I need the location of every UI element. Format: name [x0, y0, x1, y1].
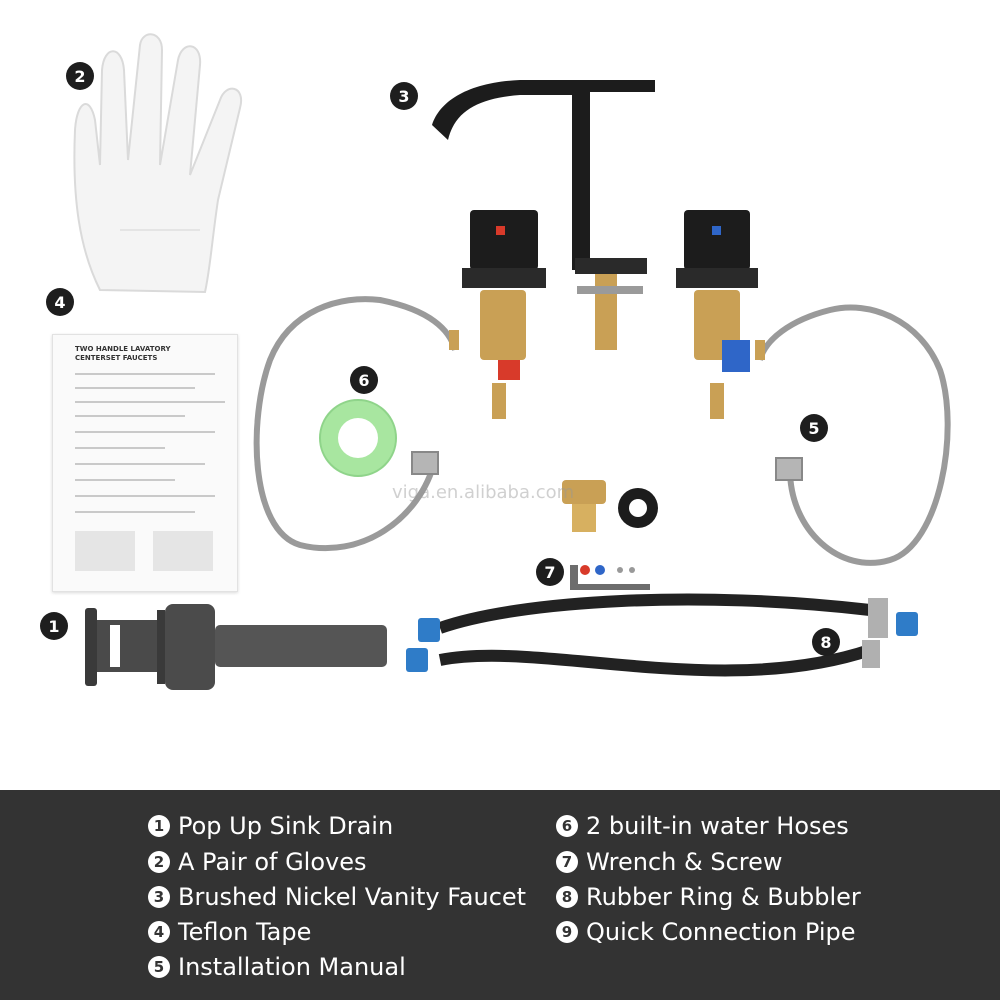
callout-badge-8: 8	[812, 628, 840, 656]
legend-item-7: 7 Wrench & Screw	[556, 848, 783, 876]
right-hose-image	[755, 304, 951, 566]
legend-item-8: 8 Rubber Ring & Bubbler	[556, 883, 861, 911]
legend-item-3: 3 Brushed Nickel Vanity Faucet	[148, 883, 526, 911]
legend-label-3: Brushed Nickel Vanity Faucet	[178, 883, 527, 911]
manual-title-line2: CENTERSET FAUCETS	[75, 354, 158, 362]
teflon-tape-image	[319, 399, 397, 477]
faucet-spout-image	[432, 80, 655, 350]
installation-manual-image: TWO HANDLE LAVATORY CENTERSET FAUCETS	[52, 334, 238, 592]
legend-label-1: Pop Up Sink Drain	[178, 812, 394, 840]
legend-number-3: 3	[148, 886, 170, 908]
callout-badge-4: 4	[46, 288, 74, 316]
manual-title: TWO HANDLE LAVATORY CENTERSET FAUCETS	[75, 345, 205, 363]
callout-badge-5: 5	[800, 414, 828, 442]
legend-label-8: Rubber Ring & Bubbler	[586, 883, 861, 911]
legend-number-6: 6	[556, 815, 578, 837]
product-photo	[73, 33, 951, 690]
callout-badge-3: 3	[390, 82, 418, 110]
legend-label-6: 2 built-in water Hoses	[586, 812, 849, 840]
pop-up-drain-image	[85, 604, 387, 690]
left-hose-image	[253, 296, 459, 552]
legend-number-7: 7	[556, 851, 578, 873]
legend-number-4: 4	[148, 921, 170, 943]
legend-label-4: Teflon Tape	[178, 918, 312, 946]
quick-connection-pipe-image	[406, 593, 918, 677]
hot-handle-image	[462, 210, 546, 419]
legend-number-5: 5	[148, 956, 170, 978]
watermark-text: viga.en.alibaba.com	[392, 482, 575, 503]
callout-badge-6: 6	[350, 366, 378, 394]
rubber-ring-image	[618, 488, 658, 528]
manual-title-line1: TWO HANDLE LAVATORY	[75, 345, 171, 353]
bubbler-image	[562, 480, 606, 532]
callout-badge-7: 7	[536, 558, 564, 586]
legend-item-5: 5 Installation Manual	[148, 953, 406, 981]
legend-panel: 1 Pop Up Sink Drain 2 A Pair of Gloves 3…	[0, 790, 1000, 1000]
legend-number-8: 8	[556, 886, 578, 908]
legend-item-1: 1 Pop Up Sink Drain	[148, 812, 393, 840]
legend-number-9: 9	[556, 921, 578, 943]
glove-image	[73, 33, 243, 294]
cold-handle-image	[676, 210, 758, 419]
callout-badge-2: 2	[66, 62, 94, 90]
legend-label-7: Wrench & Screw	[586, 848, 783, 876]
legend-label-2: A Pair of Gloves	[178, 848, 367, 876]
wrench-screw-image	[570, 565, 650, 590]
legend-item-9: 9 Quick Connection Pipe	[556, 918, 856, 946]
legend-number-1: 1	[148, 815, 170, 837]
callout-badge-1: 1	[40, 612, 68, 640]
legend-item-4: 4 Teflon Tape	[148, 918, 311, 946]
legend-label-9: Quick Connection Pipe	[586, 918, 856, 946]
legend-item-6: 6 2 built-in water Hoses	[556, 812, 849, 840]
legend-label-5: Installation Manual	[178, 953, 406, 981]
legend-number-2: 2	[148, 851, 170, 873]
legend-item-2: 2 A Pair of Gloves	[148, 848, 367, 876]
